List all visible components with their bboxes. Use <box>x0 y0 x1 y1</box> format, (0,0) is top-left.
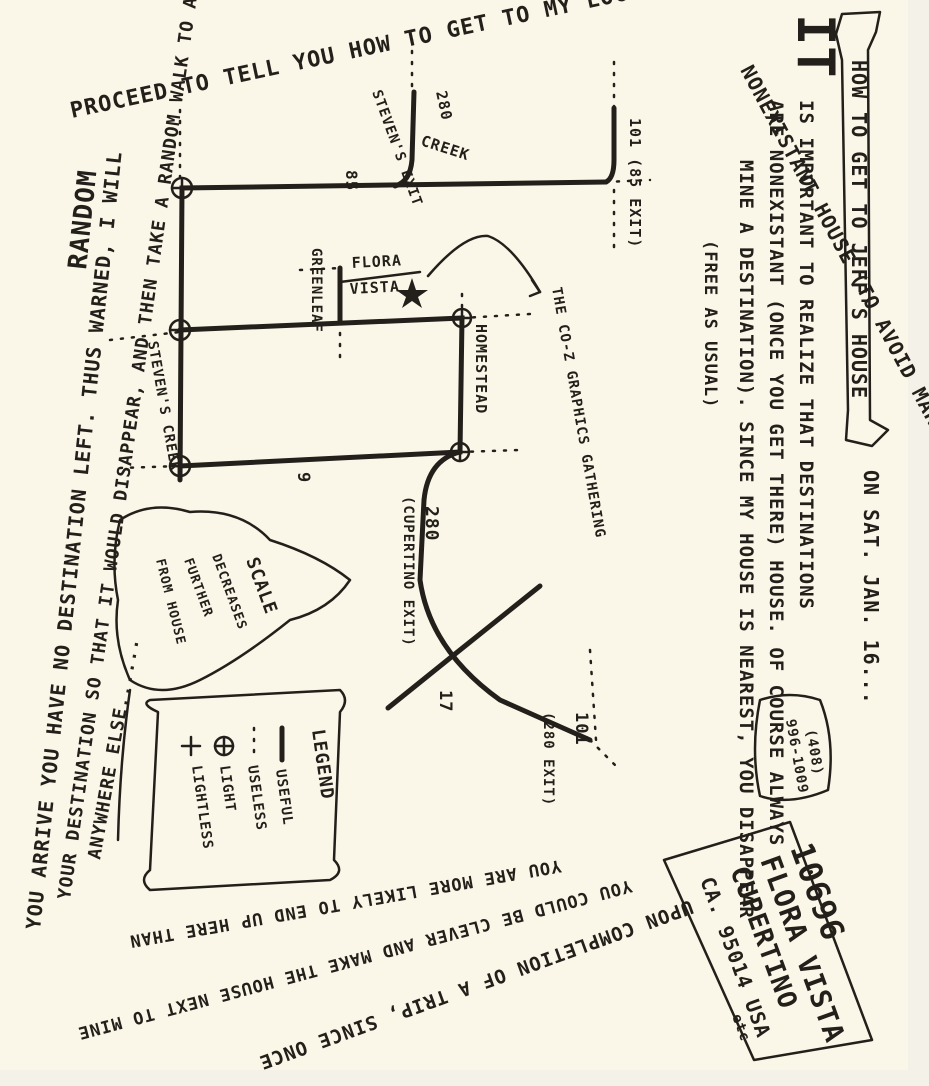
label-flora: FLORA <box>351 251 402 272</box>
title-banner-text: HOW TO GET TO JEFF'S HOUSE <box>847 60 871 399</box>
light-icon <box>449 441 471 463</box>
scale-word: SCALE <box>241 555 281 618</box>
label-creek-top: CREEK <box>419 132 472 165</box>
arc-text-right: NONEXISTANT HOUSE (TO AVOID MAKING <box>736 61 929 464</box>
legend-useless: USELESS <box>244 764 269 832</box>
label-280: 280 <box>421 506 442 542</box>
legend-useful: USEFUL <box>272 768 296 826</box>
label-coz-graphics: THE CO-Z GRAPHICS GATHERING <box>548 286 608 539</box>
intro-line-2: ARE NONEXISTANT (ONCE YOU GET THERE) HOU… <box>765 100 787 846</box>
legend-title: LEGEND <box>307 728 338 801</box>
label-greenleaf: GREENLEAF <box>308 248 324 333</box>
legend-scroll: LEGEND USEFUL USELESS LIGHT LIGHTLESS <box>142 688 347 892</box>
label-cupertino-exit: (CUPERTINO EXIT) <box>400 496 416 647</box>
legend-lightless: LIGHTLESS <box>188 764 216 850</box>
intro-line-1: IS IMPORTANT TO REALIZE THAT DESTINATION… <box>795 100 817 610</box>
light-icon <box>170 176 194 200</box>
label-stevens-exit: STEVEN'S EXIT <box>368 88 425 209</box>
light-icon <box>168 318 192 342</box>
scale-further: FURTHER <box>180 556 215 619</box>
label-9: 9 <box>293 472 313 483</box>
house-star-icon <box>396 278 428 308</box>
label-280-top: 280 <box>432 89 456 122</box>
light-icon <box>451 307 473 329</box>
label-101: 101 <box>571 712 591 746</box>
traffic-lights <box>168 176 473 478</box>
label-85: 85 <box>342 170 361 191</box>
label-homestead: HOMESTEAD <box>472 324 490 414</box>
card-background: HOW TO GET TO JEFF'S HOUSE ON SAT. JAN. … <box>21 0 929 1074</box>
legend-lightless-icon <box>180 735 202 757</box>
free-as-usual: (FREE AS USUAL) <box>700 240 720 409</box>
legend-light-icon <box>213 735 235 757</box>
intro-line-3: MINE A DESTINATION). SINCE MY HOUSE IS N… <box>735 160 757 919</box>
label-stevens-creek: STEVEN'S CREEK <box>144 340 183 473</box>
label-101-85-exit: 101 (85 EXIT) <box>626 118 644 248</box>
legend-light: LIGHT <box>216 764 238 813</box>
roads-useful <box>177 89 617 743</box>
bottom-text-c: YOU ARE MORE LIKELY TO END UP HERE THAN <box>128 855 563 951</box>
label-280-exit: (280 EXIT) <box>540 712 556 806</box>
date-line: ON SAT. JAN. 16... <box>859 470 883 705</box>
intro-big-letters: IT <box>785 14 845 79</box>
label-vista: VISTA <box>349 277 400 298</box>
label-17: 17 <box>435 690 455 712</box>
scale-from-house: FROM HOUSE <box>152 557 188 646</box>
light-icon <box>168 454 192 478</box>
address-sign: 10696 FLORA VISTA CUPERTINO CA. 95014 US… <box>662 820 874 1062</box>
title-banner: HOW TO GET TO JEFF'S HOUSE <box>834 10 890 448</box>
